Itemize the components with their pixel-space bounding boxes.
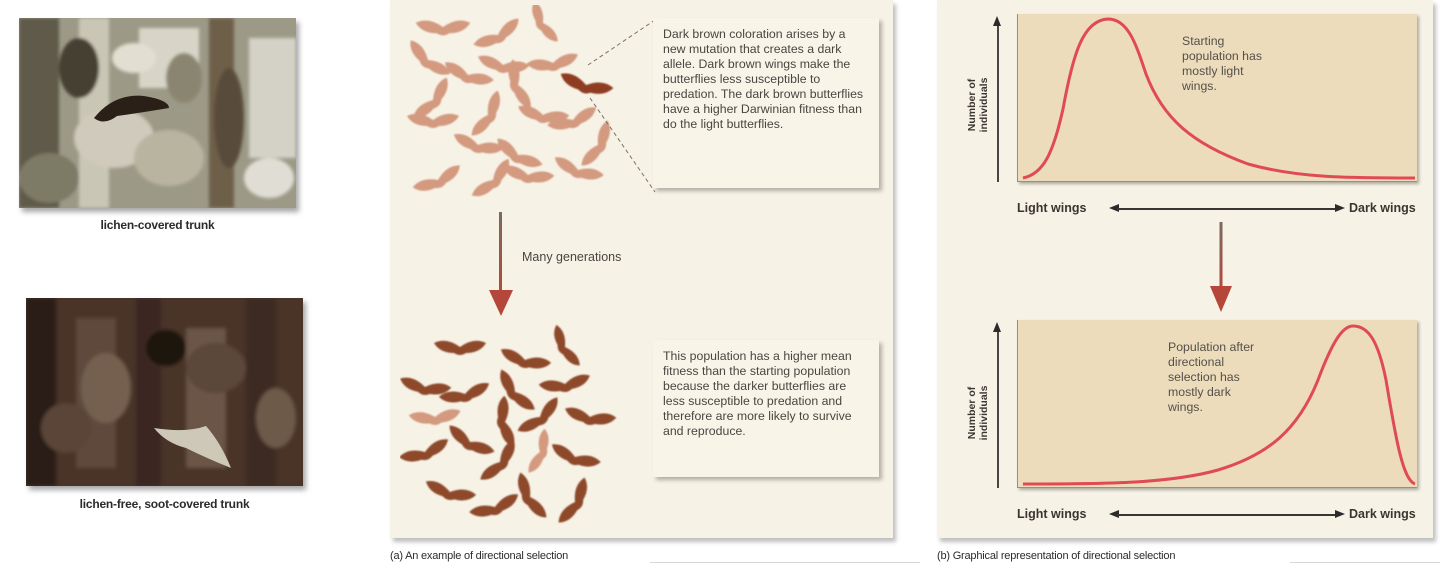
evolved-population-moths xyxy=(400,323,617,527)
selected-population-note: Population after directional selection h… xyxy=(1168,340,1255,414)
many-generations-arrow-icon xyxy=(489,212,513,316)
caption-divider xyxy=(650,562,920,563)
x-label-dark-top: Dark wings xyxy=(1349,201,1416,215)
y-axis-label-top: Number of individuals xyxy=(966,77,990,133)
mutation-explanation-note: Dark brown coloration arises by a new mu… xyxy=(653,18,879,188)
starting-distribution-curve xyxy=(1022,17,1416,180)
photo-caption-lichen: lichen-covered trunk xyxy=(100,218,215,232)
callout-leader-lines xyxy=(587,19,656,193)
panel-a-caption: (a) An example of directional selection xyxy=(390,550,569,562)
panel-b-caption: (b) Graphical representation of directio… xyxy=(937,550,1176,562)
selected-distribution-curve xyxy=(1022,324,1416,486)
many-generations-label: Many generations xyxy=(522,250,622,264)
x-axis-line xyxy=(1117,208,1335,210)
panel-a-example: Dark brown coloration arises by a new mu… xyxy=(390,0,893,538)
arrow-left-icon xyxy=(1109,204,1119,212)
caption-divider xyxy=(1290,562,1440,563)
higher-fitness-note: This population has a higher mean fitnes… xyxy=(653,340,879,477)
y-axis-arrow-bottom xyxy=(994,322,1000,488)
soot-trunk-photo xyxy=(26,298,303,486)
x-axis-top: Light wings Dark wings xyxy=(1017,201,1427,217)
x-axis-bottom: Light wings Dark wings xyxy=(1017,507,1427,523)
arrow-right-icon xyxy=(1335,204,1345,212)
x-axis-line xyxy=(1117,514,1335,516)
arrow-left-icon xyxy=(1109,510,1119,518)
y-axis-arrow-top xyxy=(994,16,1000,182)
starting-population-note: Starting population has mostly light win… xyxy=(1182,34,1262,93)
selection-arrow-icon xyxy=(1210,222,1232,312)
photo-caption-soot: lichen-free, soot-covered trunk xyxy=(79,497,250,511)
y-axis-label-bottom: Number of individuals xyxy=(966,385,990,441)
selected-population-chart: Population after directional selection h… xyxy=(1017,320,1417,488)
light-moth-shape xyxy=(154,426,231,468)
x-label-dark-bottom: Dark wings xyxy=(1349,507,1416,521)
panel-b-graphical: Number of individuals Starting populatio… xyxy=(937,0,1433,538)
lichen-trunk-photo xyxy=(19,18,296,208)
dark-moth-shape xyxy=(94,95,169,122)
arrow-right-icon xyxy=(1335,510,1345,518)
x-label-light-top: Light wings xyxy=(1017,201,1087,215)
starting-population-chart: Starting population has mostly light win… xyxy=(1017,14,1417,182)
x-label-light-bottom: Light wings xyxy=(1017,507,1087,521)
